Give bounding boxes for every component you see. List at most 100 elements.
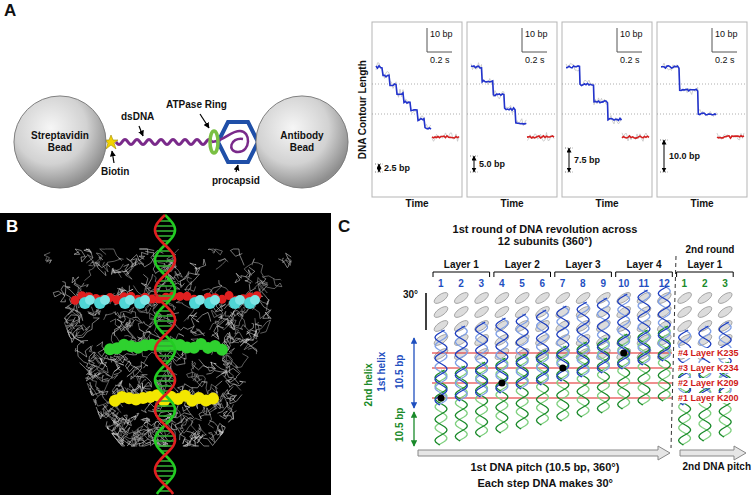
base-pair [155,410,175,412]
scale-label: 0.2 s [430,55,450,65]
base-pair [156,405,174,407]
pitch-note: Each step DNA makes 30° [478,477,613,490]
subunit-number: 3 [479,278,485,290]
panel-letter: A [4,1,16,21]
step-arrow [474,156,475,172]
dna-strand [618,294,630,369]
residue-sphere [195,295,205,305]
base-pair [156,465,174,467]
subunit-number: 6 [540,278,546,290]
layer-label: Layer 1 [444,259,479,271]
dna-strand [476,322,488,397]
base-pair [155,290,175,292]
scale-label: 0.2 s [620,55,640,65]
layer-label: Layer 1 [687,259,722,271]
angle-bar [425,293,427,330]
grid-line [657,84,747,85]
base-pair [156,225,174,227]
dna-strand [516,314,528,389]
raw-trace [471,63,526,126]
dna-strand [577,302,589,377]
contact-dot [620,350,627,357]
chart-frame [562,22,652,197]
pitch-length: 10.5 bp [394,355,406,389]
base-pair [155,230,175,232]
axis-title: Time [406,198,429,210]
layer-bracket [433,272,490,277]
dna-strand [638,290,650,365]
subunit-number: 12 [659,278,670,290]
subunit-helix [534,291,551,306]
axis-title: DNA Contour Length [356,60,368,159]
base-pair [157,295,173,297]
base-pair [157,385,173,387]
panel-title: 1st round of DNA revolution across 12 su… [445,223,645,248]
subunit-helix [696,291,713,306]
layer-residue: #3 Layer K234 [677,363,740,373]
pitch-label: 2nd DNA pitch [682,461,751,473]
scale-bar [522,28,547,52]
scale-label: 0.2 s [525,55,545,65]
subunit-helix [493,305,510,320]
base-pair [157,445,173,447]
dna-strand [155,215,175,494]
dna-strand [516,314,528,389]
raw-trace [717,133,744,140]
layer-label: Layer 4 [627,259,662,271]
subunit-number: 5 [519,278,525,290]
base-pair [157,475,173,477]
panel-a-art [104,22,747,197]
base-pair [155,320,175,322]
pitch-arrow [680,446,746,460]
subunit-helix [514,305,531,320]
subunit-number: 7 [560,278,566,290]
pause-trace [622,136,649,138]
subunit-number: 2 [458,278,464,290]
base-pair [156,285,174,287]
axis-title: Time [501,198,524,210]
base-pair [156,435,174,437]
pitch-length: 10.5 bp [394,408,406,442]
procapsid-shape [218,122,258,162]
dna-strand [155,215,175,494]
part-label: dsDNA [121,111,154,123]
scale-label: 0.2 s [715,55,735,65]
scale-label: 10 bp [525,29,548,39]
residue-sphere [210,295,220,305]
layer-bracket [616,272,673,277]
subunit-helix [453,305,470,320]
dna-strand [496,318,508,393]
dna-strand [557,306,569,381]
contact-dot [559,365,566,372]
layer-line [432,382,672,383]
leader-arrow [200,114,209,128]
dna-strand [658,286,670,361]
leader-arrow [112,151,114,163]
dna-strand [577,302,589,377]
pitch-arrow [418,446,670,460]
base-pair [157,265,173,267]
subunit-helix [514,291,531,306]
residue-sphere [250,295,260,305]
base-pair [156,375,174,377]
scale-label: 10 bp [620,29,643,39]
chart-frame [372,22,462,197]
panel-letter: B [6,217,18,237]
streptavidin-bead: Streptavidin Bead [13,95,107,189]
residue-sphere [100,295,110,305]
translocation-trace [376,66,431,129]
subunit-number: 1 [438,278,444,290]
part-label: ATPase Ring [166,99,227,111]
base-pair [155,470,175,472]
subunit-number: 9 [600,278,606,290]
subunit-helix [493,291,510,306]
pitch-arrow [413,338,414,408]
translocation-trace [661,66,716,115]
round-label: 2nd round [686,244,735,256]
dna-strand [638,290,650,365]
scale-bar [427,28,452,52]
grid-line [372,84,462,85]
base-pair [156,315,174,317]
